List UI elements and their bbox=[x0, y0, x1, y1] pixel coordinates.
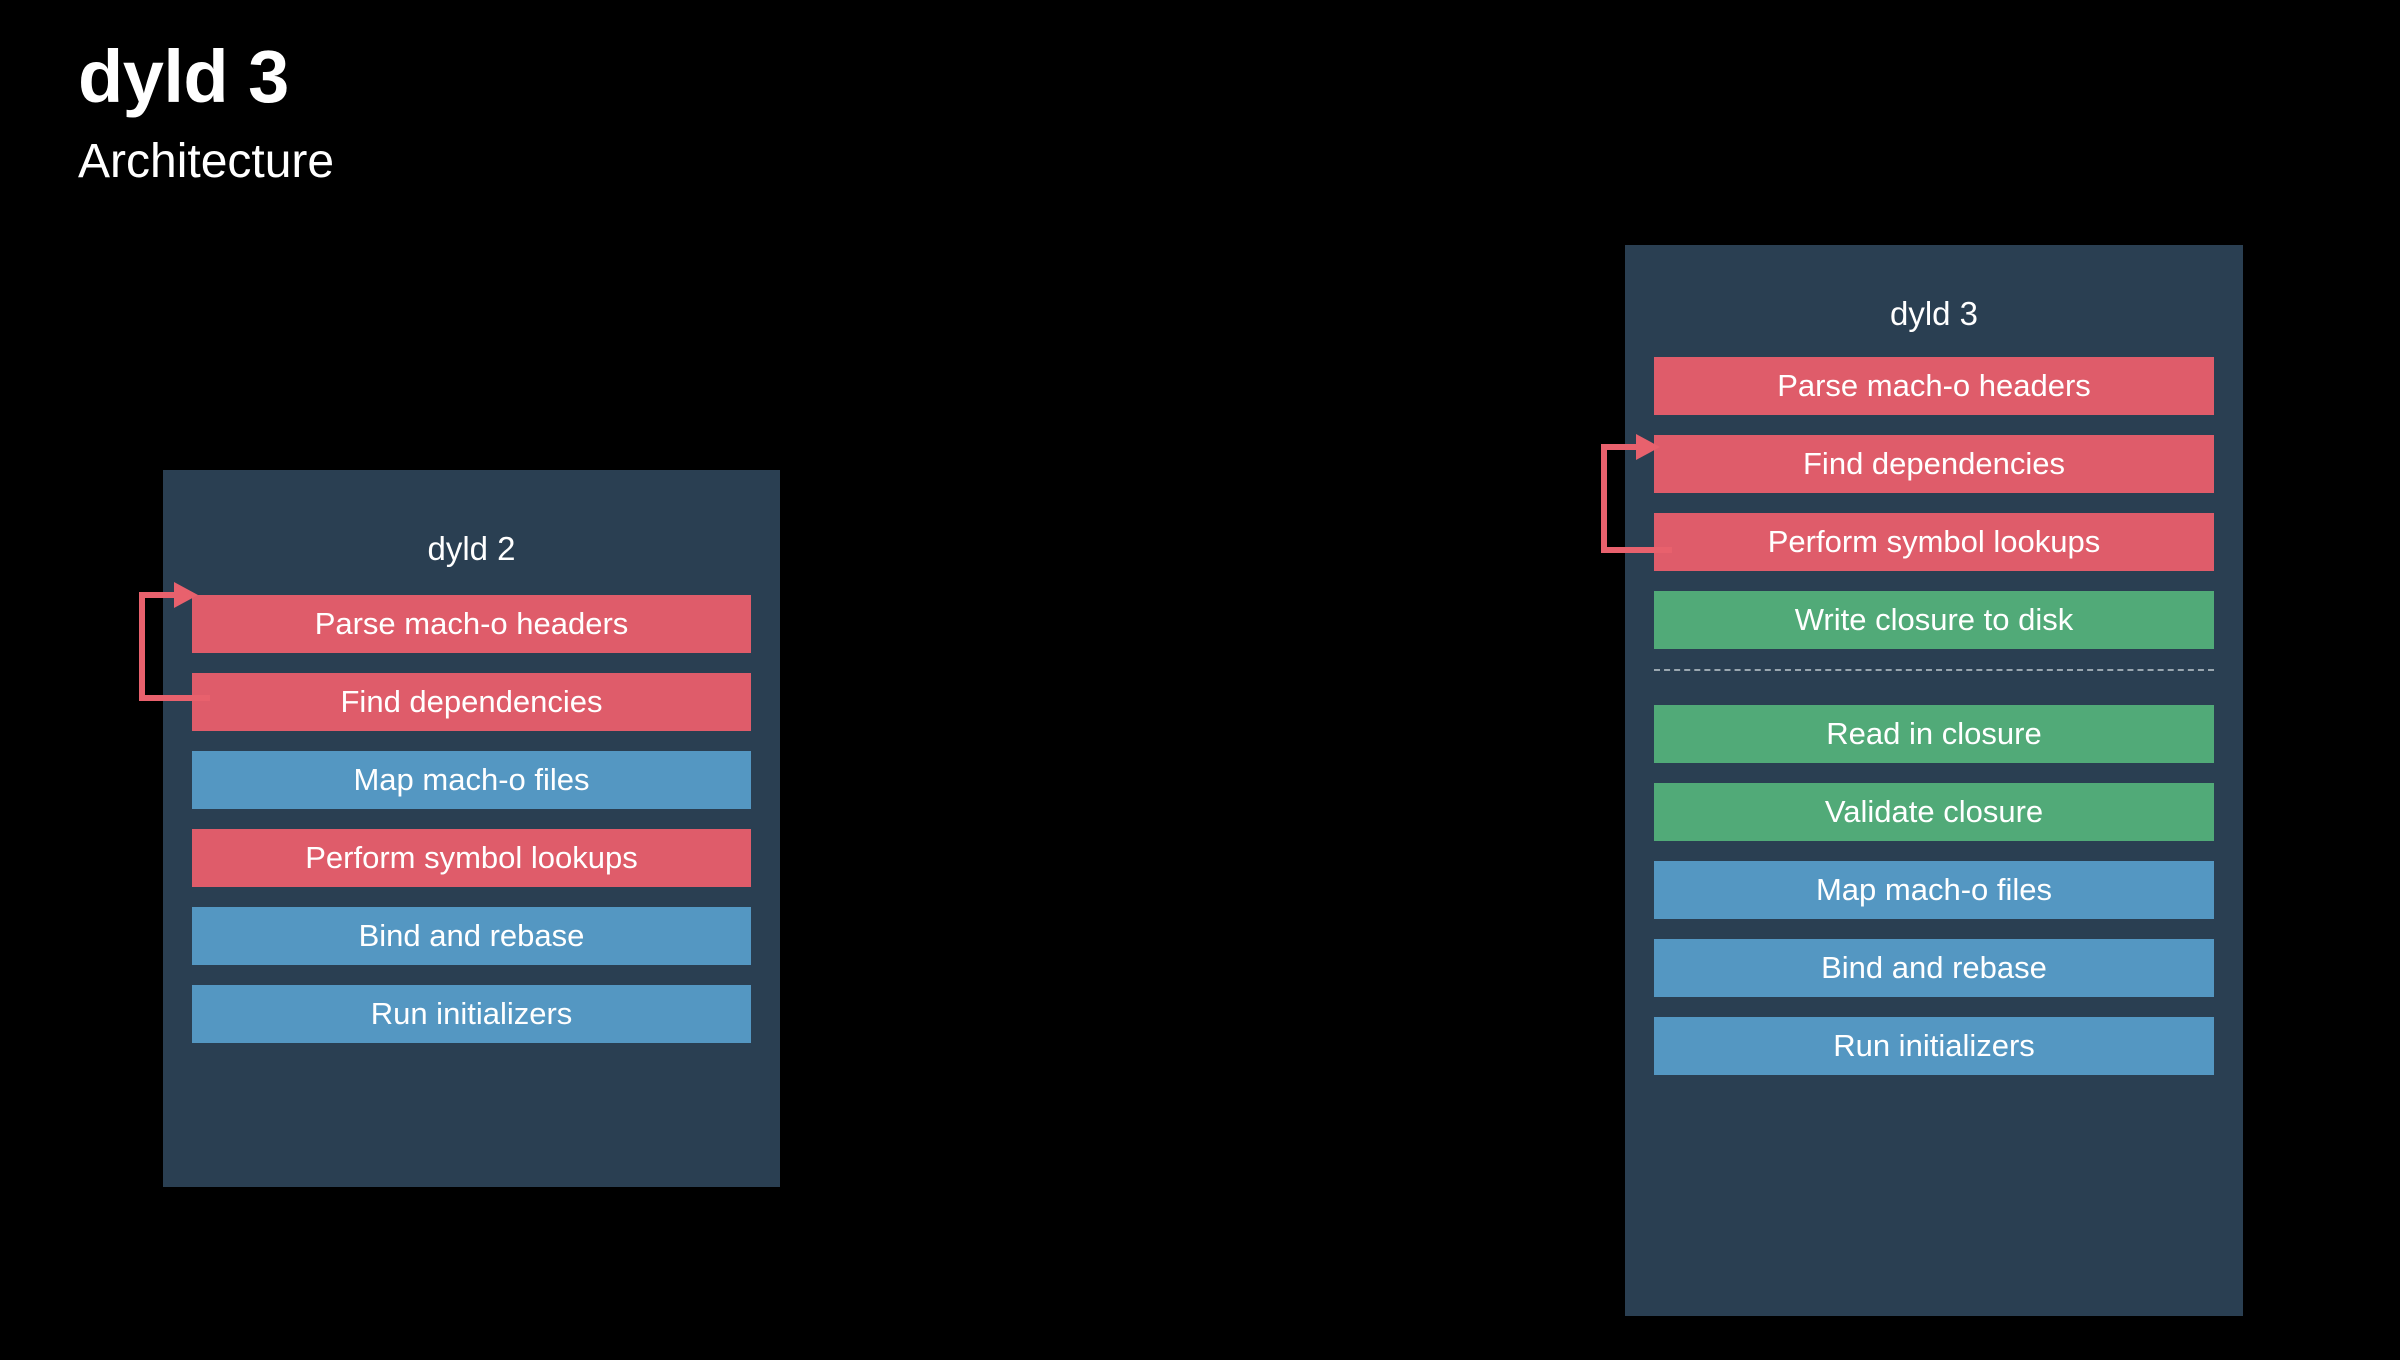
page-subtitle: Architecture bbox=[78, 135, 335, 188]
stage-row: Validate closure bbox=[1654, 783, 2214, 841]
stage-row: Run initializers bbox=[1654, 1017, 2214, 1075]
stage-row: Run initializers bbox=[192, 985, 751, 1043]
stage-row: Map mach-o files bbox=[192, 751, 751, 809]
title-block: dyld 3 Architecture bbox=[78, 40, 978, 186]
stage-row: Bind and rebase bbox=[1654, 939, 2214, 997]
stage-row: Parse mach-o headers bbox=[192, 595, 751, 653]
section-divider bbox=[1654, 669, 2214, 671]
stage-row: Perform symbol lookups bbox=[1654, 513, 2214, 571]
stage-row: Find dependencies bbox=[192, 673, 751, 731]
stage-row: Write closure to disk bbox=[1654, 591, 2214, 649]
panel-title-dyld3: dyld 3 bbox=[1889, 295, 1979, 332]
page-title: dyld 3 bbox=[78, 35, 289, 118]
stage-row: Bind and rebase bbox=[192, 907, 751, 965]
panel-title-dyld2: dyld 2 bbox=[427, 530, 516, 567]
stage-row: Read in closure bbox=[1654, 705, 2214, 763]
stage-row: Find dependencies bbox=[1654, 435, 2214, 493]
stage-row: Map mach-o files bbox=[1654, 861, 2214, 919]
stage-row: Parse mach-o headers bbox=[1654, 357, 2214, 415]
stage-row: Perform symbol lookups bbox=[192, 829, 751, 887]
